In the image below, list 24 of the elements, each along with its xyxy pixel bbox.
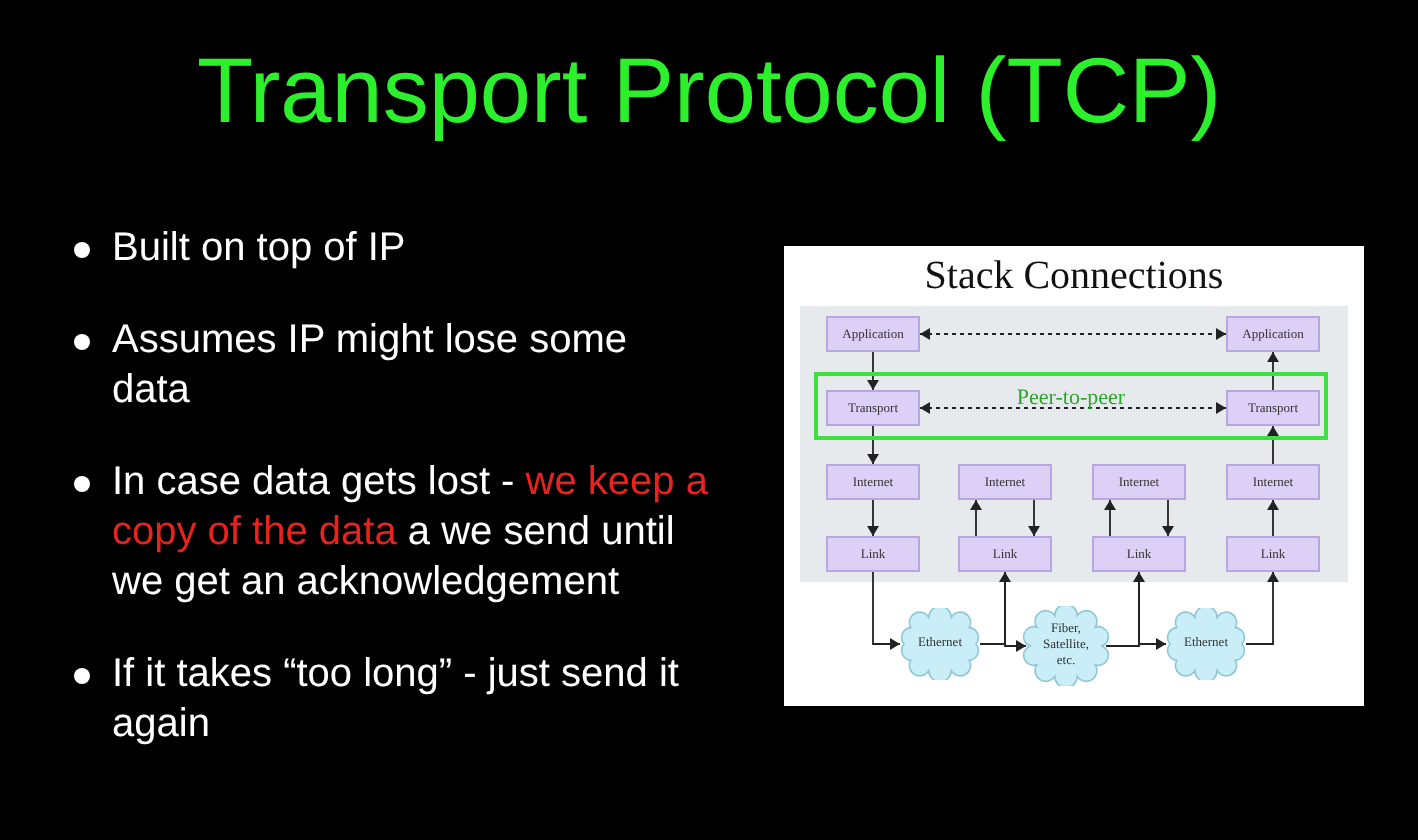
arrow bbox=[867, 499, 879, 537]
arrow bbox=[1105, 571, 1145, 647]
arrow bbox=[1028, 499, 1040, 537]
arrow bbox=[979, 571, 1011, 645]
arrow bbox=[1267, 425, 1279, 465]
arrow bbox=[1245, 571, 1279, 645]
panel-label: Stack Connections bbox=[924, 254, 1224, 298]
arrow bbox=[1162, 499, 1174, 537]
bullet-text: Assumes IP might lose some data bbox=[112, 318, 628, 412]
bullet-text: If it takes “too long” - just send it again bbox=[112, 652, 679, 746]
bullet-text: Built on top of IP bbox=[112, 226, 406, 270]
arrow bbox=[970, 499, 982, 537]
group-label: Peer-to-peer bbox=[1016, 386, 1126, 410]
arrow bbox=[1267, 499, 1279, 537]
arrow bbox=[1104, 499, 1116, 537]
highlight-frame bbox=[814, 372, 1328, 440]
arrow bbox=[867, 351, 879, 391]
bullet-text: In case data gets lost - we keep a copy of the data a we send until we get an acknowledgement bbox=[112, 460, 708, 604]
slide-title: Transport Protocol (TCP) bbox=[196, 38, 1222, 142]
arrow bbox=[867, 425, 879, 465]
arrow bbox=[919, 402, 1227, 414]
arrow bbox=[1267, 351, 1279, 391]
arrow bbox=[919, 328, 1227, 340]
arrow bbox=[872, 571, 901, 650]
